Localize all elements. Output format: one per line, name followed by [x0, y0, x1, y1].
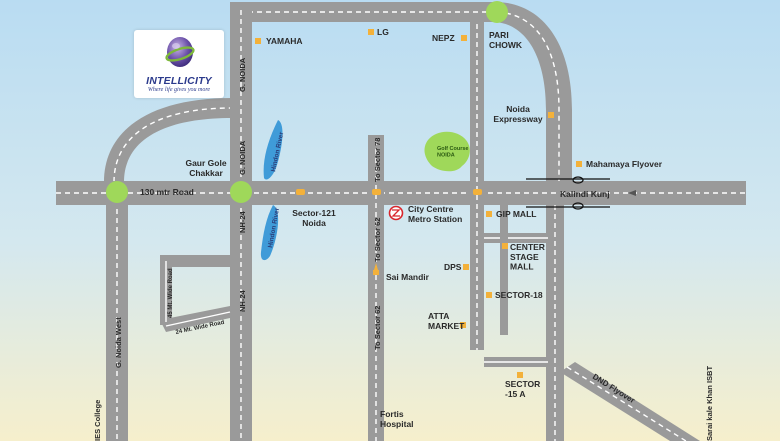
brand-tagline: Where life gives you more	[147, 87, 211, 93]
traffic-lights	[296, 189, 482, 195]
marker-sector-18	[486, 292, 492, 298]
marker-sector-15a	[517, 372, 523, 378]
hindon-river	[260, 120, 283, 261]
label-g-noida-top: G. NOIDA	[238, 57, 247, 92]
roundabout-gaur-gole	[106, 181, 128, 203]
label-ies-college: IES College	[93, 400, 102, 441]
label-gip-mall: GIP MALL	[496, 209, 536, 219]
road-nepz	[470, 18, 484, 350]
road-dnd-flyover	[560, 362, 700, 441]
label-nh24-bottom: NH-24	[238, 289, 247, 312]
roundabout-nh24	[230, 181, 252, 203]
marker-nepz	[461, 35, 467, 41]
marker-noida-expressway	[548, 112, 554, 118]
marker-atta-market	[460, 322, 466, 328]
label-to-sector-62-top: To Sector 62	[373, 218, 382, 262]
roundabout-pari-chowk	[486, 1, 508, 23]
label-to-sector-78: To Sector 78	[373, 138, 382, 182]
temple-icon	[373, 263, 379, 275]
label-dps: DPS	[444, 262, 462, 272]
label-sai-mandir: Sai Mandir	[386, 272, 430, 282]
label-sector-18: SECTOR-18	[495, 290, 543, 300]
road-pari-chowk-curve	[495, 2, 572, 200]
marker-gip-mall	[486, 211, 492, 217]
landmark-markers	[255, 29, 582, 378]
marker-mahamaya-flyover	[576, 161, 582, 167]
road-sector-18	[484, 198, 564, 441]
metro-station-icon	[388, 205, 404, 221]
label-nh24-top: NH-24	[238, 210, 247, 233]
road-to-sector-62	[368, 135, 384, 441]
road-wide-loop	[160, 255, 231, 332]
label-lg: LG	[377, 27, 389, 37]
label-sarai-kale-khan: Sarai kale Khan ISBT	[705, 366, 714, 441]
label-yamaha: YAMAHA	[266, 36, 303, 46]
kalindi-kunj-bridge	[526, 176, 636, 210]
intellicity-logo-card: INTELLICITY Where life gives you more	[134, 30, 224, 98]
road-gaur-gole-curve	[104, 98, 233, 183]
brand-name: INTELLICITY	[146, 75, 212, 87]
label-sector-15a: SECTOR-15 A	[505, 379, 540, 399]
marker-lg	[368, 29, 374, 35]
marker-center-stage-mall	[502, 243, 508, 249]
road-nh24	[230, 2, 252, 441]
marker-yamaha	[255, 38, 261, 44]
label-45-mt-road: 45 Mt. Wide Road	[168, 268, 174, 318]
label-kalindi-kunj: Kalindi Kunj	[560, 189, 610, 199]
label-130-mtr-road: 130 mtr Road	[140, 187, 194, 197]
label-mahamaya-flyover: Mahamaya Flyover	[586, 159, 663, 169]
label-nepz: NEPZ	[432, 33, 455, 43]
marker-dps	[463, 264, 469, 270]
golf-course-area	[424, 131, 470, 172]
intellicity-globe-icon	[165, 37, 195, 67]
label-to-sector-62-bottom: To Sector 62	[373, 306, 382, 350]
label-g-noida-mid: G. NOIDA	[238, 140, 247, 175]
road-top	[230, 2, 502, 22]
road-g-noida-west	[106, 195, 128, 441]
label-g-noida-west: G. Noida West	[114, 317, 123, 368]
